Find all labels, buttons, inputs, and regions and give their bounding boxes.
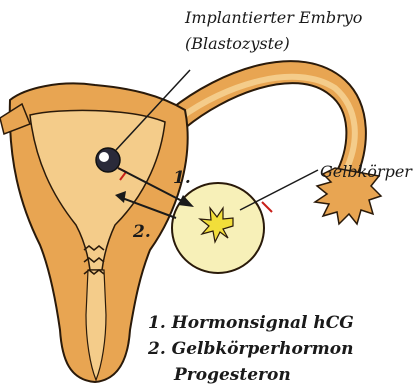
- legend-item-2-num: 2.: [148, 339, 166, 359]
- legend-item-1-text: Hormonsignal hCG: [172, 313, 354, 333]
- label-embryo-line2: (Blastozyste): [185, 34, 290, 53]
- legend-item-1: 1. Hormonsignal hCG: [148, 312, 354, 334]
- marker-step2: 2.: [133, 222, 151, 242]
- marker-step1: 1.: [173, 168, 191, 188]
- legend-item-1-num: 1.: [148, 313, 166, 333]
- embryo-inner-cell: [99, 152, 109, 162]
- legend-item-3: Progesteron: [174, 364, 291, 386]
- legend-item-2: 2. Gelbkörperhormon: [148, 338, 353, 360]
- legend-item-2-text: Gelbkörperhormon: [172, 339, 354, 359]
- legend-item-3-text: Progesteron: [174, 365, 291, 385]
- pointer-line-corpus-red: [262, 202, 272, 212]
- pointer-line-corpus: [240, 170, 318, 210]
- label-embryo-line1: Implantierter Embryo: [185, 8, 362, 27]
- label-corpus-luteum: Gelbkörper: [320, 162, 412, 181]
